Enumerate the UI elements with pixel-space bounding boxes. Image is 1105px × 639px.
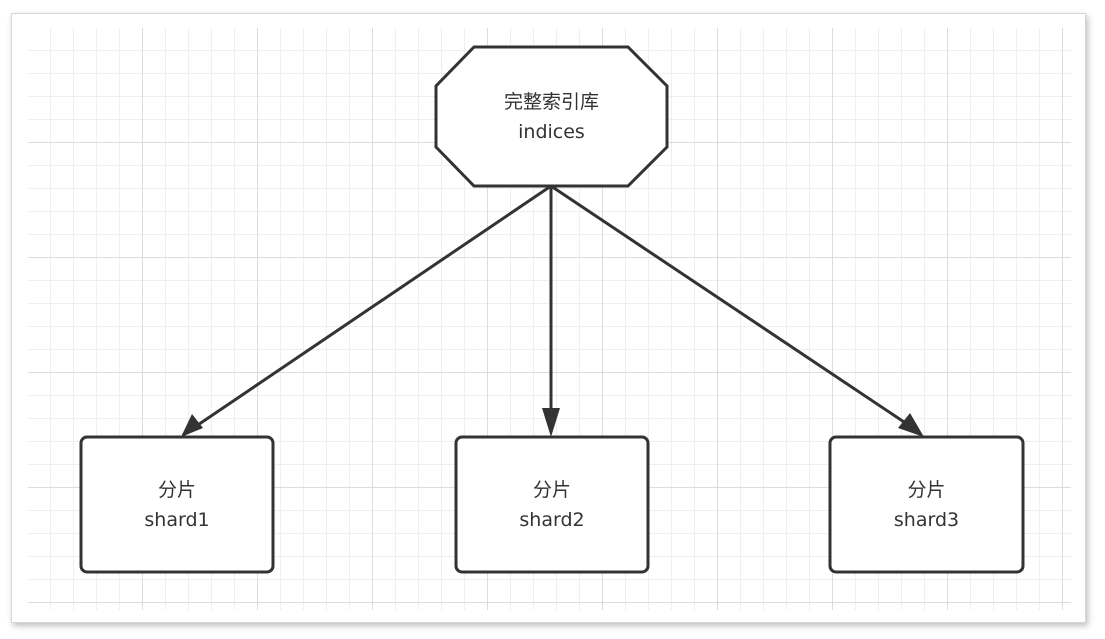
shard1-label-line1: 分片: [157, 478, 196, 501]
edge-root-shard1: [182, 184, 552, 437]
edge-root-shard3: [550, 184, 914, 430]
root-octagon[interactable]: [434, 45, 669, 188]
arrowhead-shard3: [898, 413, 924, 437]
shard2-box[interactable]: [454, 435, 650, 574]
shard3-box[interactable]: [828, 435, 1025, 574]
shard3-label-line1: 分片: [907, 478, 946, 501]
shard2-label: 分片 shard2: [456, 437, 648, 572]
root-label-line2: indices: [518, 120, 585, 143]
arrowhead-shard2: [542, 408, 560, 437]
shard1-box[interactable]: [79, 435, 275, 574]
root-label: 完整索引库 indices: [436, 47, 667, 186]
root-label-line1: 完整索引库: [503, 90, 599, 113]
shard2-label-line2: shard2: [519, 508, 585, 531]
shard1-label: 分片 shard1: [81, 437, 273, 572]
shard2-label-line1: 分片: [532, 478, 571, 501]
shard3-label-line2: shard3: [893, 508, 960, 531]
shard1-label-line2: shard1: [144, 508, 210, 531]
shard3-label: 分片 shard3: [830, 437, 1023, 572]
arrowhead-shard1: [181, 414, 203, 437]
